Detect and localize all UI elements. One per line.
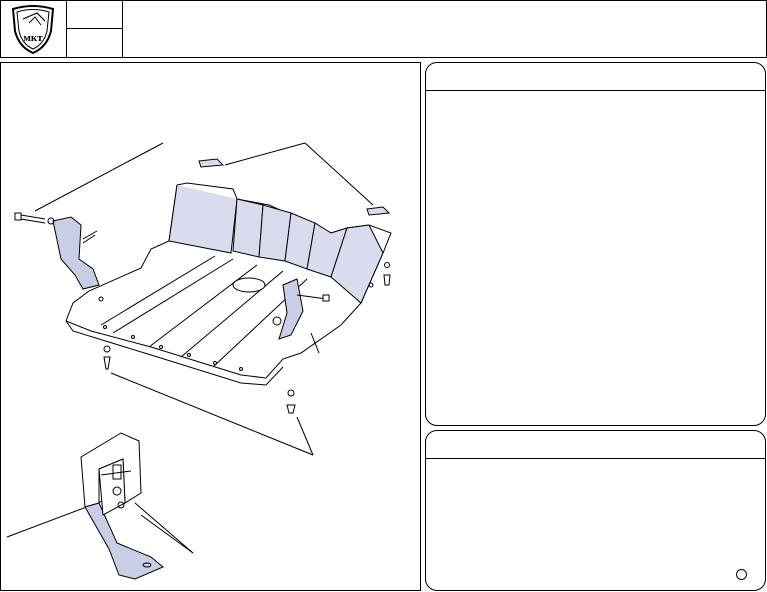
svg-text:мкт: мкт [23,32,43,44]
page-marker-circle [736,569,747,580]
screws [103,262,391,414]
long-bolt-left [14,212,55,225]
parts-list-panel [425,62,766,426]
title-block: мкт [0,0,767,58]
bracket-detail-view [80,432,164,580]
right-bracket [272,278,330,340]
document-code-cell [67,1,123,57]
callout-leaders [6,142,374,554]
shield-crest-logo: мкт [11,5,55,55]
title-cell [123,1,766,57]
top-clip-left [198,158,225,168]
assembly-drawing-panel [0,62,421,591]
notes-panel [425,430,766,591]
skid-plate [65,182,392,386]
top-clip-right [366,206,391,216]
skid-plate-exploded-view [6,142,392,580]
left-bracket [52,216,100,290]
logo-cell: мкт [1,1,67,57]
